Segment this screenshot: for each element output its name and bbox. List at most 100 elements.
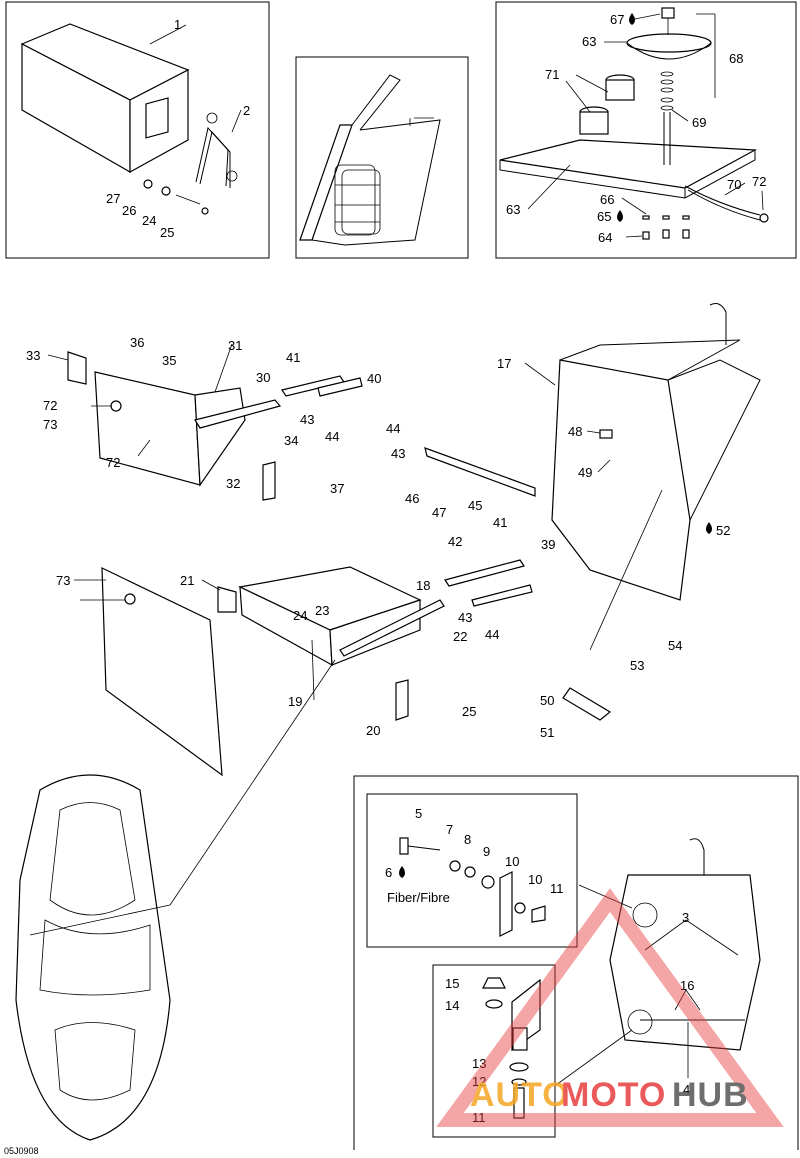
watermark-moto: MOTO: [561, 1076, 666, 1114]
callout-22: 21: [180, 573, 194, 588]
callout-8: 8: [464, 832, 471, 847]
callout-30: 27: [106, 191, 120, 206]
callout-52: 52: [716, 523, 730, 538]
callout-63b: 72: [752, 174, 766, 189]
watermark-logo: AUTO MOTO HUB: [436, 888, 784, 1127]
leader-lines: [29, 13, 764, 1086]
callout-66: 72: [43, 398, 57, 413]
callout-61: 68: [729, 51, 743, 66]
panel-cooler: [5, 1, 270, 259]
callout-17: 16: [680, 978, 694, 993]
callout-43b: 43: [391, 446, 405, 461]
watermark-auto: AUTO: [470, 1076, 570, 1114]
callout-6: 6: [385, 865, 392, 880]
callout-57: 64: [598, 230, 612, 245]
callout-29: 26: [122, 203, 136, 218]
upper-drawer: [67, 351, 363, 501]
callout-58: 65: [597, 209, 611, 224]
callout-59: 66: [600, 192, 614, 207]
adhesive-drop-icon-60: [629, 13, 635, 25]
callout-62: 70: [727, 177, 741, 192]
panel-fiber-detail: [366, 793, 578, 948]
callout-18: 17: [497, 356, 511, 371]
callout-37: 36: [130, 335, 144, 350]
panel-hardware-outline: [353, 775, 799, 1150]
callout-4: 4: [683, 1082, 690, 1097]
callout-1: 1: [174, 17, 181, 32]
callout-48: 48: [568, 424, 582, 439]
callout-3: 3: [682, 910, 689, 925]
callout-63a: 69: [692, 115, 706, 130]
callout-44c: 44: [485, 627, 499, 642]
callout-10b: 10: [528, 872, 542, 887]
callout-56: 63: [582, 34, 596, 49]
callout-21: 20: [366, 723, 380, 738]
callout-35: 34: [284, 433, 298, 448]
adhesive-drop-icon-58: [617, 210, 623, 222]
callout-36: 35: [162, 353, 176, 368]
callout-47: 47: [432, 505, 446, 520]
callout-23: 22: [453, 629, 467, 644]
lower-drawer: [217, 559, 533, 721]
callout-34: 33: [26, 348, 40, 363]
adhesive-drop-icon-52: [706, 522, 712, 534]
callout-19: 18: [416, 578, 430, 593]
callout-12: 11: [472, 1110, 486, 1125]
panel-bolt-detail: [432, 964, 556, 1138]
callout-33: 32: [226, 476, 240, 491]
callout-40: 40: [367, 371, 381, 386]
callout-24: 23: [315, 603, 329, 618]
callout-42: 42: [448, 534, 462, 549]
callout-51: 51: [540, 725, 554, 740]
callout-14: 13: [472, 1056, 486, 1071]
callout-50: 50: [540, 693, 554, 708]
callout-46: 46: [405, 491, 419, 506]
callout-38: 37: [330, 481, 344, 496]
callout-53: 53: [630, 658, 644, 673]
console-frame: [424, 303, 761, 721]
callout-43a: 43: [300, 412, 314, 427]
callout-28: 25: [160, 225, 174, 240]
hull-outline: [15, 774, 171, 1141]
callout-20: 19: [288, 694, 302, 709]
callout-16: 15: [445, 976, 459, 991]
callout-10a: 10: [505, 854, 519, 869]
callout-39: 39: [541, 537, 555, 552]
sink-assembly: [499, 7, 769, 240]
callout-44a: 44: [325, 429, 339, 444]
callout-26: 25: [462, 704, 476, 719]
callout-41b: 41: [493, 515, 507, 530]
diagram-code: 05J0908: [4, 1146, 39, 1156]
callout-44b: 44: [386, 421, 400, 436]
callout-54: 54: [668, 638, 682, 653]
callout-64: 71: [545, 67, 559, 82]
material-note: Fiber/Fibre: [387, 890, 450, 905]
callout-65: 72: [106, 455, 120, 470]
callout-68: 73: [56, 573, 70, 588]
callout-60: 67: [610, 12, 624, 27]
callout-32: 31: [228, 338, 242, 353]
callout-11: 11: [550, 881, 564, 896]
console-install: [609, 838, 761, 1051]
watermark-hub: HUB: [672, 1076, 749, 1114]
callout-5: 5: [415, 806, 422, 821]
callout-15: 14: [445, 998, 459, 1013]
bolt-detail-stack: [482, 977, 541, 1119]
callout-43c: 43: [458, 610, 472, 625]
adhesive-drop-icon-6: [399, 866, 405, 878]
cooler-strap: [195, 112, 238, 188]
callout-25: 24: [293, 608, 307, 623]
callout-2: 2: [243, 103, 250, 118]
callout-7: 7: [446, 822, 453, 837]
callout-13: 12: [472, 1074, 486, 1089]
fiber-bolt-stack: [399, 837, 546, 937]
panel-basket: [295, 56, 469, 259]
callout-41a: 41: [286, 350, 300, 365]
cooler-hardware: [143, 179, 209, 215]
callout-45: 45: [468, 498, 482, 513]
panel-sink: [495, 1, 797, 259]
cooler-box: [20, 23, 190, 174]
callout-55: 63: [506, 202, 520, 217]
callout-67: 73: [43, 417, 57, 432]
